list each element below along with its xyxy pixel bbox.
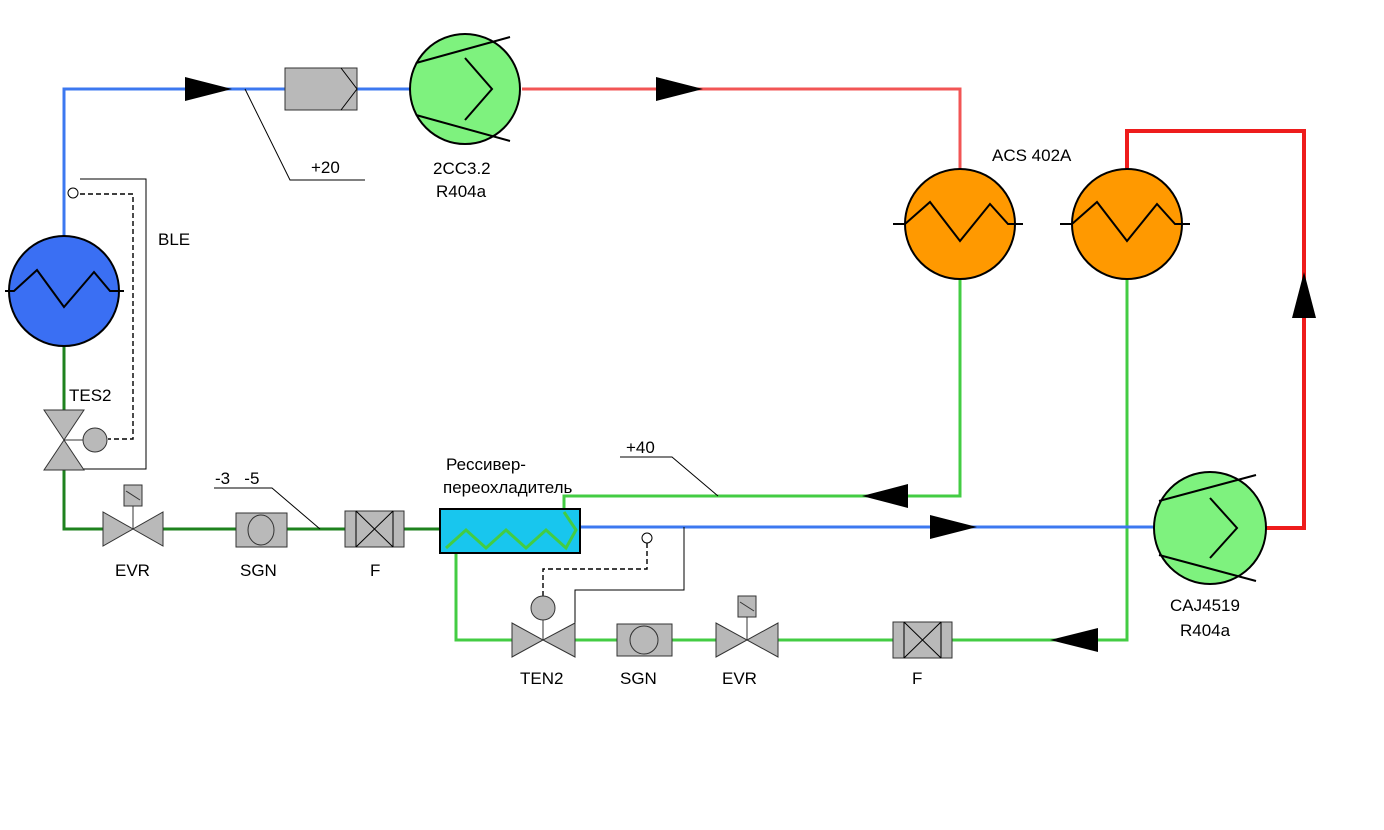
sight-glass-1[interactable] bbox=[235, 512, 288, 548]
zigzag-coil-icon bbox=[1060, 200, 1190, 243]
receiver-label-line2: переохладитель bbox=[443, 478, 573, 497]
tes2-power-head bbox=[82, 427, 108, 453]
filter-drier-2[interactable] bbox=[892, 621, 953, 659]
compressor-icon bbox=[415, 36, 511, 142]
ten2-valve[interactable] bbox=[511, 595, 576, 658]
valve-icon bbox=[43, 439, 85, 471]
condenser-2-body bbox=[1071, 168, 1183, 280]
valve-icon bbox=[745, 622, 779, 658]
valve-icon bbox=[715, 622, 749, 658]
compressor-2-refrigerant-label: R404a bbox=[1180, 621, 1231, 640]
filter-icon bbox=[903, 621, 942, 659]
suction-filter[interactable] bbox=[284, 67, 358, 111]
valve-icon bbox=[541, 622, 576, 658]
zigzag-coil-icon bbox=[893, 200, 1023, 243]
labels: 2CC3.2 R404a CAJ4519 R404a ACS 402A BLE … bbox=[69, 146, 1240, 688]
condenser-2[interactable] bbox=[1060, 168, 1190, 280]
filter-2-label: F bbox=[912, 669, 922, 688]
temp-suction-label: +20 bbox=[311, 158, 340, 177]
tes-bulb-capillary bbox=[80, 193, 134, 440]
solenoid-mark bbox=[125, 490, 141, 501]
tes-valve-label: TES2 bbox=[69, 386, 112, 405]
filter-icon bbox=[340, 67, 358, 111]
compressor-icon bbox=[1158, 474, 1257, 582]
liquid-line-condenser2 bbox=[454, 278, 1129, 642]
receiver-coil-icon bbox=[444, 511, 578, 551]
compressor-1-model-label: 2CC3.2 bbox=[433, 159, 491, 178]
leader-evap-temp bbox=[214, 487, 321, 530]
sight-glass-2[interactable] bbox=[616, 623, 673, 657]
sight-glass-icon bbox=[247, 514, 275, 546]
liquid-line-condenser1 bbox=[562, 278, 962, 510]
evaporator-control-frame bbox=[80, 178, 147, 470]
flow-arrow-discharge bbox=[656, 77, 703, 101]
flow-arrow-low-left bbox=[1050, 628, 1098, 652]
temp-evap-label: -3 -5 bbox=[215, 469, 259, 488]
flow-arrows bbox=[185, 77, 1316, 652]
valve-icon bbox=[511, 622, 545, 658]
receiver-body bbox=[439, 508, 581, 554]
compressor-1-refrigerant-label: R404a bbox=[436, 182, 487, 201]
condenser-1-body bbox=[904, 168, 1016, 280]
zigzag-coil-icon bbox=[5, 268, 124, 309]
condenser-1[interactable] bbox=[893, 168, 1023, 280]
ten-valve-label: TEN2 bbox=[520, 669, 563, 688]
discharge-line-2 bbox=[1125, 129, 1306, 530]
flow-arrow-blue-right bbox=[930, 515, 977, 539]
sgn-1-label: SGN bbox=[240, 561, 277, 580]
evr-2-label: EVR bbox=[722, 669, 757, 688]
tes2-valve[interactable] bbox=[43, 409, 108, 471]
ten-equalizer-line bbox=[574, 527, 685, 628]
receiver-subcooler[interactable] bbox=[439, 508, 581, 554]
compressor-1[interactable] bbox=[409, 33, 521, 145]
solenoid-mark bbox=[739, 601, 755, 612]
compressor-2-body bbox=[1153, 471, 1267, 585]
valve-icon bbox=[131, 511, 164, 547]
temp-liquid-label: +40 bbox=[626, 438, 655, 457]
ten-bulb-capillary bbox=[542, 543, 648, 598]
suction-line bbox=[62, 87, 410, 238]
evr-valve-2[interactable] bbox=[715, 595, 779, 658]
flow-arrow-suction bbox=[185, 77, 232, 101]
filter-drier-1[interactable] bbox=[344, 510, 405, 548]
ten-sensor-bulb bbox=[641, 532, 653, 544]
leader-liquid-temp bbox=[620, 456, 719, 497]
compressor-2-model-label: CAJ4519 bbox=[1170, 596, 1240, 615]
compressor-1-body bbox=[409, 33, 521, 145]
valve-icon bbox=[43, 409, 85, 441]
evr-1-label: EVR bbox=[115, 561, 150, 580]
condenser-label: ACS 402A bbox=[992, 146, 1072, 165]
valve-icon bbox=[102, 511, 135, 547]
sgn-2-label: SGN bbox=[620, 669, 657, 688]
tes-sensor-bulb bbox=[67, 187, 79, 199]
leader-suction-temp bbox=[244, 88, 365, 181]
evaporator-ble[interactable] bbox=[5, 235, 124, 347]
filter-1-label: F bbox=[370, 561, 380, 580]
ten2-power-head bbox=[530, 595, 556, 621]
flow-arrow-liquid-left bbox=[862, 484, 908, 508]
evaporator-label: BLE bbox=[158, 230, 190, 249]
filter-icon bbox=[355, 510, 394, 548]
liquid-line-main bbox=[62, 345, 440, 531]
evr-valve-1[interactable] bbox=[102, 484, 164, 547]
discharge-line-1 bbox=[522, 87, 962, 170]
compressor-2[interactable] bbox=[1153, 471, 1267, 585]
control-lines bbox=[67, 178, 685, 628]
receiver-label-line1: Рессивер- bbox=[446, 455, 526, 474]
sight-glass-icon bbox=[629, 625, 659, 655]
evaporator-body bbox=[8, 235, 120, 347]
flow-arrow-discharge-up bbox=[1292, 272, 1316, 318]
temperature-leaders bbox=[214, 88, 719, 530]
